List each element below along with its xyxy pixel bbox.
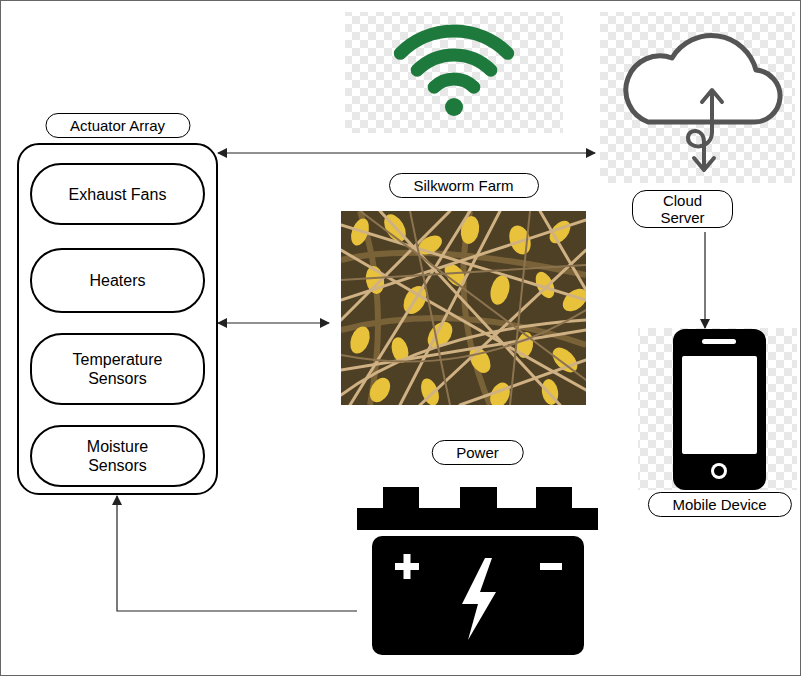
silkworm-farm: Silkworm Farm: [341, 211, 586, 405]
connector-arrow: [218, 322, 329, 323]
actuator-box: Heaters: [30, 248, 205, 313]
phone-icon: [638, 328, 797, 490]
box-label: Exhaust Fans: [32, 185, 203, 204]
sensor-box: Temperature Sensors: [30, 333, 205, 405]
label-pill: Mobile Device: [647, 492, 791, 517]
power-supply: Power: [357, 485, 598, 655]
box-label: Moisture Sensors: [32, 437, 203, 475]
label-pill: Power: [431, 440, 524, 465]
silkworm-photo: [341, 211, 586, 405]
mobile-device: Mobile Device: [673, 329, 766, 490]
battery-icon: [357, 487, 598, 655]
connector-arrow: [117, 496, 357, 611]
sensor-box: Moisture Sensors: [30, 425, 205, 487]
label-pill: Silkworm Farm: [389, 173, 539, 198]
cloud-icon: [600, 12, 795, 183]
wifi-icon: [345, 12, 563, 133]
actuator-array: Actuator ArrayExhaust FansHeatersTempera…: [17, 143, 218, 495]
label-pill: Cloud Server: [632, 190, 733, 228]
connector-arrow: [704, 232, 705, 328]
box-label: Heaters: [32, 271, 203, 290]
label-pill: Actuator Array: [45, 113, 190, 138]
cloud-server: Cloud Server: [600, 12, 795, 228]
actuator-box: Exhaust Fans: [30, 163, 205, 225]
box-label: Temperature Sensors: [32, 350, 203, 388]
connector-arrow: [218, 152, 595, 153]
